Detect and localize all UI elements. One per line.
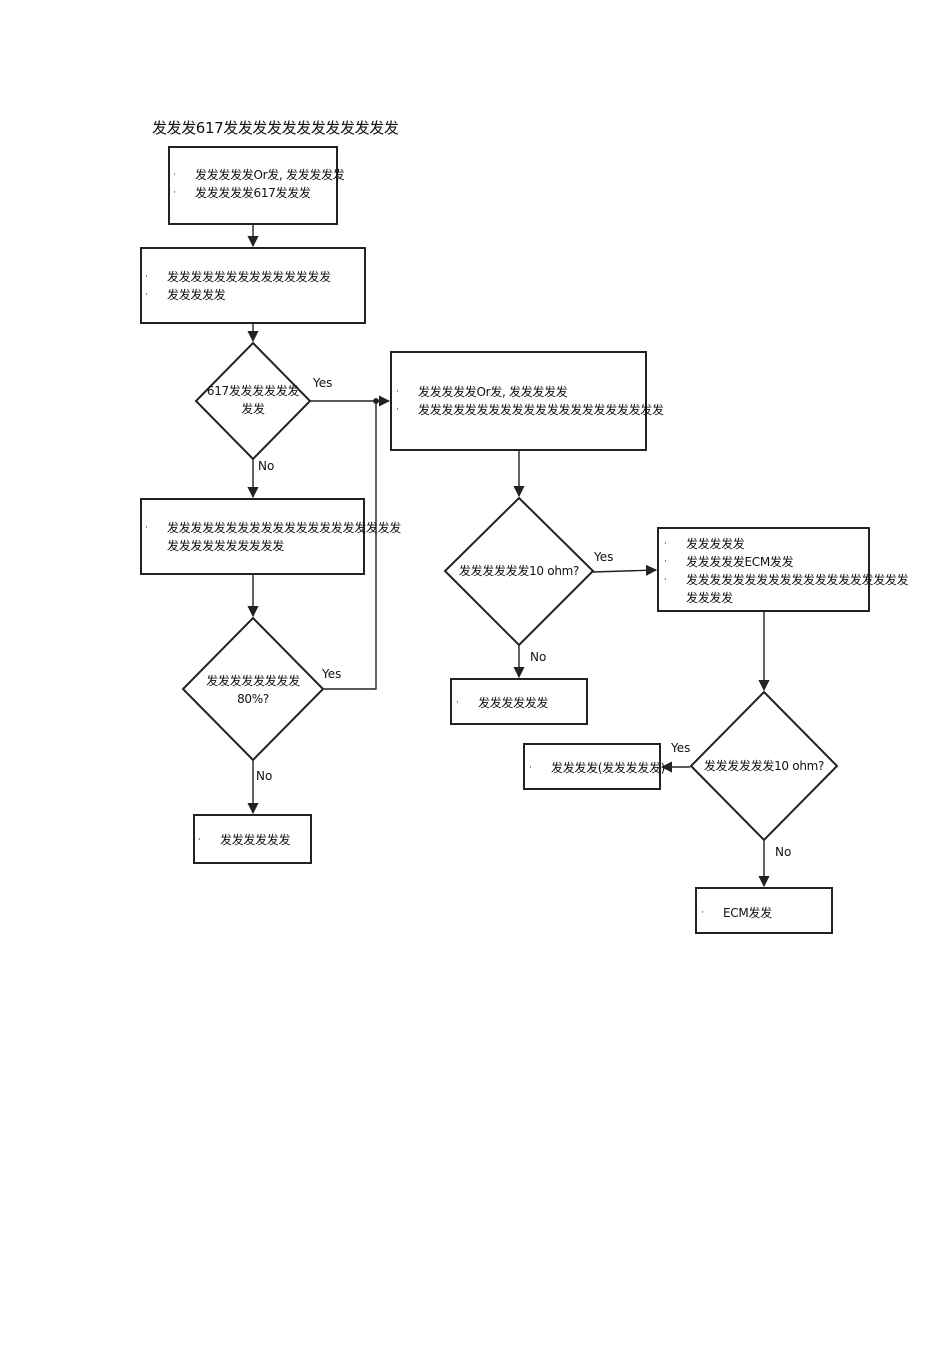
yes-label: Yes (322, 667, 342, 681)
result-box-2: ·发发发发发发 (450, 678, 588, 725)
no-label: No (258, 459, 275, 473)
list-item: 发发发发 (686, 591, 733, 605)
result-box-3: ·发发发发(发发发发发) (523, 743, 666, 790)
list-item: ·发发发发发Or发, 发发发发发 (396, 385, 568, 399)
list-item: ·ECM发发 (701, 906, 772, 920)
diamond-shape (689, 690, 839, 842)
diamond-shape (194, 341, 312, 461)
list-item: ·发发发发发 (664, 537, 745, 551)
list-item: ·发发发发发 (145, 288, 226, 302)
step-box-3: ·发发发发发发发发发发发发发发发发发发发发 发发发发发发发发发发 (140, 498, 402, 575)
decision-text: 发发 (241, 402, 265, 416)
no-label: No (530, 650, 547, 664)
step-box-7: ·发发发发发 ·发发发发发ECM发发 ·发发发发发发发发发发发发发发发发发发发 … (657, 527, 909, 612)
decision-text: 发发发发发发10 ohm? (703, 759, 825, 773)
list-item: ·发发发发发ECM发发 (664, 555, 794, 569)
decision-text: 617发发发发发发 (206, 384, 300, 398)
list-item: ·发发发发发Or发, 发发发发发 (173, 168, 345, 182)
list-item: ·发发发发发发发发发发发发发发发发发发发发 (145, 521, 402, 535)
yes-label: Yes (594, 550, 614, 564)
step-box-2: ·发发发发发发发发发发发发发发 ·发发发发发 (140, 247, 366, 324)
list-item: ·发发发发发617发发发 (173, 186, 311, 200)
list-item: 发发发发发发发发发发 (167, 539, 285, 553)
no-label: No (256, 769, 273, 783)
list-item: ·发发发发(发发发发发) (529, 761, 666, 775)
decision-diamond-1: 617发发发发发发 发发 (194, 341, 312, 461)
yes-label: Yes (671, 741, 691, 755)
line-diamond2-yes (323, 401, 377, 690)
list-item: ·发发发发发发发发发发发发发发发发发发发发发 (396, 403, 664, 417)
junction-dot (373, 398, 379, 404)
decision-text: 80%? (237, 692, 269, 706)
decision-diamond-2: 发发发发发发发发 80%? (181, 616, 325, 762)
list-item: ·发发发发发发发发发发发发发发发发发发发 (664, 573, 909, 587)
arrow-diamond3-box7 (592, 564, 658, 576)
list-item: ·发发发发发发发发发发发发发发 (145, 270, 331, 284)
yes-label: Yes (313, 376, 333, 390)
diamond-shape (443, 496, 595, 647)
decision-text: 发发发发发发发发 (206, 674, 300, 688)
decision-diamond-4: 发发发发发发10 ohm? (689, 690, 839, 842)
diagram-title: 发发发617发发发发发发发发发发发发 (152, 119, 399, 137)
no-label: No (775, 845, 792, 859)
list-item: ·发发发发发发 (456, 696, 549, 710)
decision-diamond-3: 发发发发发发10 ohm? (443, 496, 595, 647)
list-item: ·发发发发发发 (198, 833, 291, 847)
result-box-1: ·发发发发发发 (193, 814, 312, 864)
decision-text: 发发发发发发10 ohm? (458, 564, 580, 578)
result-box-4: ·ECM发发 (695, 887, 833, 934)
diamond-shape (181, 616, 325, 762)
step-box-1: ·发发发发发Or发, 发发发发发 ·发发发发发617发发发 (168, 146, 345, 225)
step-box-5: ·发发发发发Or发, 发发发发发 ·发发发发发发发发发发发发发发发发发发发发发 (390, 351, 664, 451)
